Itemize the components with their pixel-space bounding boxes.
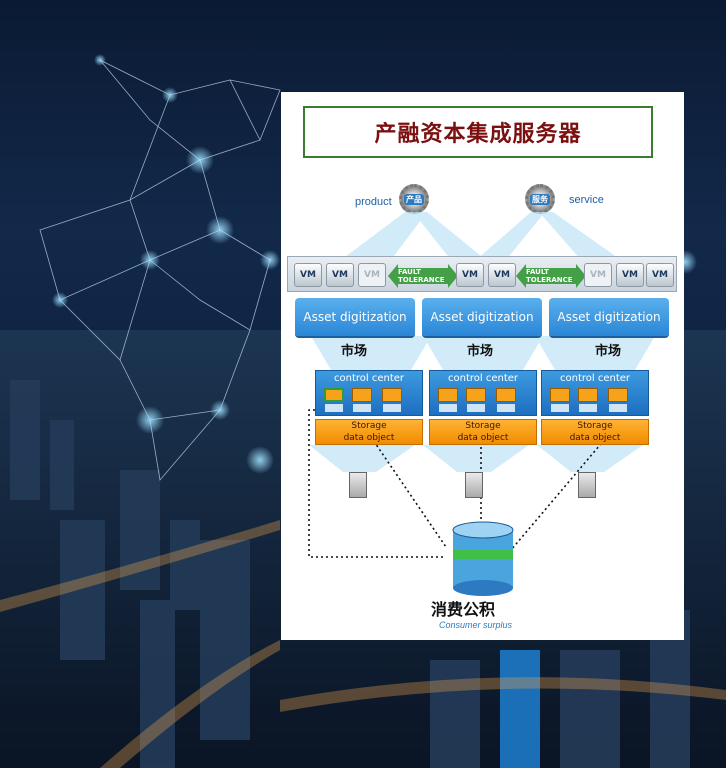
vm-box: VM: [646, 263, 674, 287]
data-object-label: data object: [343, 433, 395, 443]
storage-box: Storage data object: [541, 419, 649, 445]
beam-market-3: [535, 336, 655, 370]
database-icon: [452, 521, 514, 596]
beam-product-left: [341, 212, 427, 260]
server-icon: [578, 472, 596, 498]
storage-box: Storage data object: [315, 419, 423, 445]
consumer-surplus-label: 消费公积: [431, 600, 496, 619]
server-icon: [465, 472, 483, 498]
market-label: 市场: [467, 344, 494, 359]
beam-market-2: [423, 336, 543, 370]
beam-storage-2: [423, 445, 529, 472]
app-block: [550, 388, 570, 402]
server-icon: [349, 472, 367, 498]
app-sub: [609, 404, 627, 412]
storage-label: Storage: [351, 421, 387, 431]
beam-storage-3: [537, 445, 643, 472]
control-center-box: control center: [315, 370, 423, 416]
asset-digitization-box: Asset digitization: [549, 298, 669, 336]
app-sub: [551, 404, 569, 412]
vm-box: VM: [616, 263, 644, 287]
control-center-title: control center: [447, 373, 518, 384]
diagram-title: 产融资本集成服务器: [374, 121, 582, 147]
vm-box: VM: [584, 263, 612, 287]
diagram-panel: 产融资本集成服务器 product 产品 服务 service: [281, 92, 684, 640]
fault-tolerance-arrow: FAULT TOLERANCE: [516, 264, 586, 288]
beam-service-left: [476, 212, 545, 260]
beam-storage-1: [309, 445, 415, 472]
app-sub: [439, 404, 457, 412]
title-box: 产融资本集成服务器: [303, 106, 653, 158]
app-block: [608, 388, 628, 402]
control-center-box: control center: [429, 370, 537, 416]
consumer-surplus-sublabel: Consumer surplus: [439, 620, 513, 630]
vm-box: VM: [488, 263, 516, 287]
vm-box: VM: [294, 263, 322, 287]
app-sub: [383, 404, 401, 412]
app-block: [496, 388, 516, 402]
app-block: [438, 388, 458, 402]
app-block: [466, 388, 486, 402]
beams-layer: [308, 212, 655, 596]
vm-strip: VM VM VM FAULT TOLERANCE VM VM FAULT TOL…: [287, 256, 677, 292]
vm-box: VM: [358, 263, 386, 287]
app-block: [352, 388, 372, 402]
vm-box: VM: [326, 263, 354, 287]
control-center-title: control center: [559, 373, 630, 384]
fault-tolerance-arrow: FAULT TOLERANCE: [388, 264, 458, 288]
beam-market-1: [311, 336, 431, 370]
market-label: 市场: [595, 344, 622, 359]
gear-product-text: 产品: [404, 193, 424, 205]
vm-box: VM: [456, 263, 484, 287]
control-center-box: control center: [541, 370, 649, 416]
gear-service-text: 服务: [530, 193, 550, 205]
beam-product-right: [413, 212, 486, 260]
app-sub: [497, 404, 515, 412]
app-sub: [467, 404, 485, 412]
app-block: [382, 388, 402, 402]
service-gear-icon: 服务: [525, 184, 555, 214]
asset-digitization-box: Asset digitization: [295, 298, 415, 336]
connector-left: [308, 409, 446, 558]
data-object-label: data object: [457, 433, 509, 443]
app-sub: [325, 404, 343, 412]
storage-label: Storage: [465, 421, 501, 431]
storage-box: Storage data object: [429, 419, 537, 445]
app-sub: [579, 404, 597, 412]
storage-label: Storage: [577, 421, 613, 431]
app-block: [578, 388, 598, 402]
connector-left-diag: [370, 436, 447, 548]
control-center-title: control center: [333, 373, 404, 384]
beam-service-right: [539, 212, 621, 260]
connector-right: [510, 431, 612, 551]
data-object-label: data object: [569, 433, 621, 443]
app-block: [324, 388, 344, 402]
market-label: 市场: [341, 344, 368, 359]
app-sub: [353, 404, 371, 412]
service-label: service: [569, 194, 604, 206]
asset-digitization-box: Asset digitization: [422, 298, 542, 336]
product-label: product: [355, 196, 392, 208]
